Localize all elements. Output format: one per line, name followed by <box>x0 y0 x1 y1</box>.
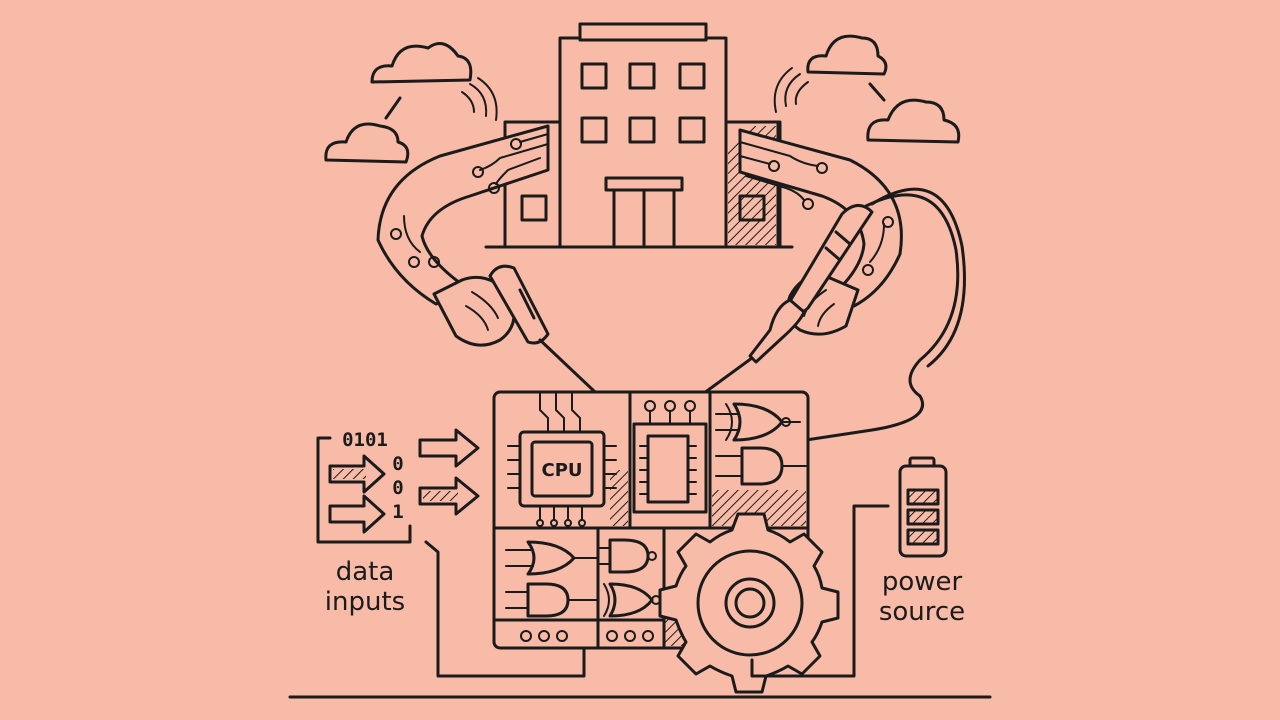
binary-code-top: 0101 <box>342 429 388 451</box>
binary-digit: 0 <box>392 477 403 499</box>
gear-icon <box>658 512 840 694</box>
logic-gate-icon <box>715 402 801 442</box>
robotic-arm-icon <box>376 124 550 347</box>
binary-digit: 1 <box>392 501 403 523</box>
cloud-link <box>868 82 886 102</box>
cloud-link <box>384 96 402 120</box>
battery-icon <box>898 456 948 558</box>
logic-gate-icon <box>599 538 657 574</box>
arrow-icon <box>418 476 480 516</box>
power-source-label-line1: power <box>882 567 963 597</box>
binary-digit: 0 <box>392 453 403 475</box>
logic-gate-icon <box>505 582 599 618</box>
cloud-icon <box>806 34 888 76</box>
signal-icon <box>461 67 809 121</box>
ic-chip-icon <box>632 422 708 514</box>
arrow-icon <box>328 454 386 494</box>
data-inputs-label-line1: data <box>336 557 395 587</box>
cpu-label: CPU <box>541 460 582 481</box>
arrow-icon <box>418 428 480 468</box>
cloud-icon <box>866 98 961 144</box>
cloud-icon <box>324 122 410 164</box>
logic-gate-icon <box>505 540 599 576</box>
arrow-icon <box>328 494 386 534</box>
data-input-panel: 0101 0 0 1 data inputs <box>316 428 586 678</box>
cpu-chip-icon: CPU <box>507 430 617 527</box>
data-inputs-label-line2: inputs <box>325 587 405 617</box>
soldering-iron-icon <box>688 187 966 442</box>
cloud-icon <box>370 42 473 84</box>
logic-gate-icon <box>603 582 661 618</box>
logic-gate-icon <box>715 446 807 486</box>
power-wire <box>750 504 890 678</box>
power-source-label-line2: source <box>879 597 965 627</box>
